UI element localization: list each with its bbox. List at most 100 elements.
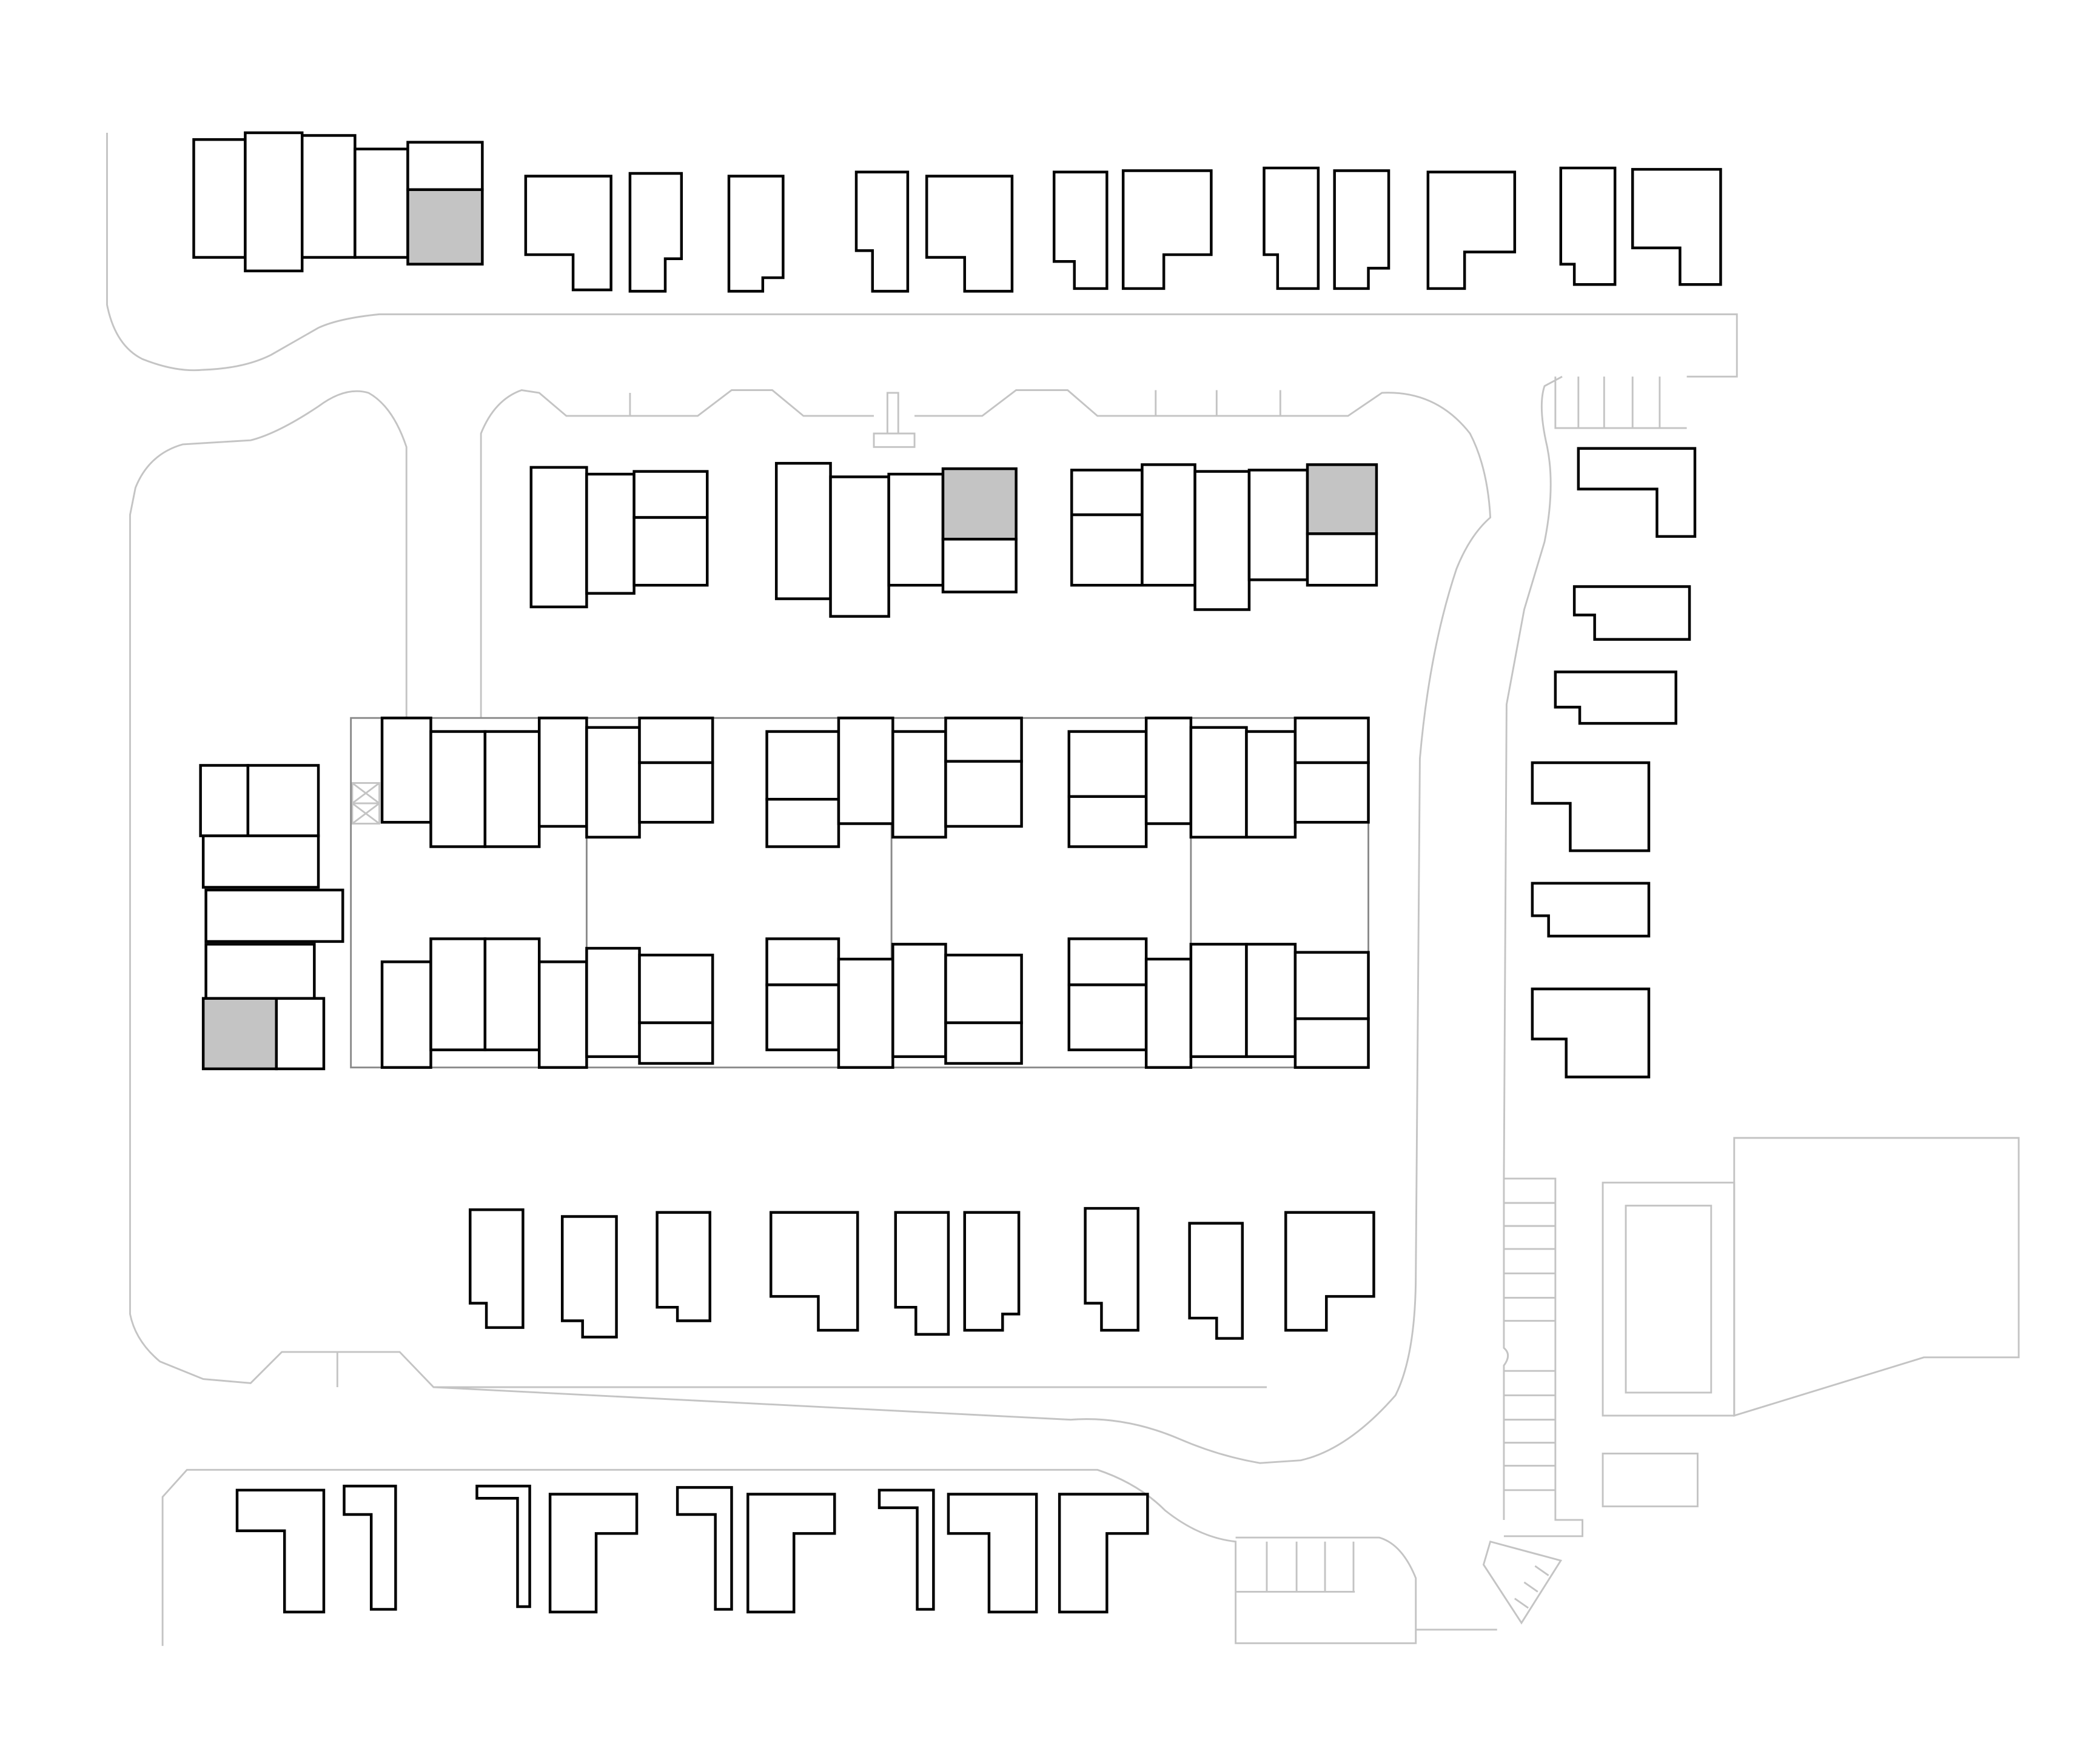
single-family-house xyxy=(1531,761,1651,852)
accessory-structure xyxy=(1602,1453,1699,1508)
single-family-house xyxy=(925,175,1014,293)
building-unit xyxy=(537,960,588,1069)
single-family-house xyxy=(963,1211,1021,1332)
building-unit xyxy=(244,131,304,273)
single-family-house xyxy=(894,1211,950,1336)
highlighted-unit xyxy=(941,467,1018,541)
single-family-house xyxy=(1559,166,1617,286)
single-family-house xyxy=(1058,1493,1149,1614)
pool xyxy=(1625,1205,1713,1394)
single-family-house xyxy=(469,1208,525,1329)
single-family-house xyxy=(676,1486,733,1611)
building-unit xyxy=(1306,532,1378,587)
single-family-house xyxy=(343,1484,397,1611)
building-unit xyxy=(1193,470,1251,611)
building-unit xyxy=(406,141,484,192)
building-unit xyxy=(765,730,840,801)
building-unit xyxy=(201,834,320,889)
building-unit xyxy=(829,475,890,618)
building-unit xyxy=(638,1021,714,1065)
building-unit xyxy=(1245,730,1297,839)
highlighted-unit xyxy=(1306,463,1378,535)
building-unit xyxy=(1247,469,1309,581)
single-family-house xyxy=(1426,170,1517,290)
building-unit xyxy=(483,937,541,1051)
north-road-edge xyxy=(106,132,1738,378)
building-unit xyxy=(354,147,409,259)
building-unit xyxy=(765,937,840,986)
highlighted-unit xyxy=(201,997,278,1071)
single-family-house xyxy=(1572,585,1691,641)
building-unit xyxy=(483,730,541,848)
building-unit xyxy=(1293,761,1370,824)
building-unit xyxy=(944,954,1023,1025)
building-unit xyxy=(765,798,840,848)
building-unit xyxy=(632,470,709,519)
amenity-area xyxy=(351,782,2020,1625)
clubhouse-outline xyxy=(1733,1137,2020,1417)
road-network xyxy=(106,132,1738,1646)
east-road-edge xyxy=(1503,375,1687,1538)
single-family-house xyxy=(854,170,910,293)
single-family-house xyxy=(560,1215,618,1339)
single-family-house xyxy=(1121,169,1213,290)
building-unit xyxy=(1067,937,1148,986)
building-unit xyxy=(199,764,250,837)
building-unit xyxy=(1293,716,1370,765)
single-family-house xyxy=(727,175,785,293)
building-unit xyxy=(765,983,840,1051)
single-family-house xyxy=(1554,671,1677,725)
building-unit xyxy=(1189,726,1248,839)
single-family-house xyxy=(235,1488,326,1614)
building-unit xyxy=(1189,943,1248,1059)
building-unit xyxy=(887,472,945,587)
building-unit xyxy=(941,538,1018,594)
building-unit xyxy=(774,461,832,600)
buildings xyxy=(192,131,1722,1614)
building-unit xyxy=(638,716,714,765)
building-unit xyxy=(1067,983,1148,1051)
building-unit xyxy=(429,730,487,848)
single-family-house xyxy=(1631,168,1722,286)
building-unit xyxy=(891,943,947,1059)
building-unit xyxy=(638,954,714,1025)
single-family-house xyxy=(1531,987,1651,1079)
building-unit xyxy=(632,516,709,587)
building-unit xyxy=(638,761,714,824)
single-family-house xyxy=(1263,166,1320,290)
building-unit xyxy=(204,888,344,943)
single-family-house xyxy=(1333,169,1390,290)
building-unit xyxy=(537,716,588,828)
building-unit xyxy=(429,937,487,1051)
single-family-house xyxy=(628,172,683,293)
building-unit xyxy=(1293,1017,1370,1069)
single-family-house xyxy=(656,1211,711,1322)
building-unit xyxy=(1293,951,1370,1020)
single-family-house xyxy=(1577,447,1697,538)
building-unit xyxy=(1141,463,1196,587)
building-unit xyxy=(275,997,326,1071)
pool-deck xyxy=(1602,1182,1736,1417)
single-family-house xyxy=(947,1493,1038,1614)
building-unit xyxy=(1067,730,1148,798)
building-unit xyxy=(380,716,432,824)
building-unit xyxy=(891,730,947,839)
single-family-house xyxy=(1531,882,1651,938)
building-unit xyxy=(944,716,1023,763)
west-loop-road-edge xyxy=(129,390,1267,1388)
building-unit xyxy=(529,466,588,609)
bike-rack-icon xyxy=(351,782,381,825)
building-unit xyxy=(585,726,641,839)
single-family-house xyxy=(1188,1222,1244,1340)
building-unit xyxy=(585,946,641,1059)
building-unit xyxy=(585,472,636,595)
building-unit xyxy=(300,134,357,259)
single-family-house xyxy=(1284,1211,1375,1332)
single-family-house xyxy=(746,1493,836,1614)
single-family-house xyxy=(548,1493,639,1614)
building-unit xyxy=(1070,513,1144,587)
building-unit xyxy=(944,1021,1023,1065)
single-family-house xyxy=(877,1488,935,1611)
single-family-house xyxy=(770,1211,859,1332)
